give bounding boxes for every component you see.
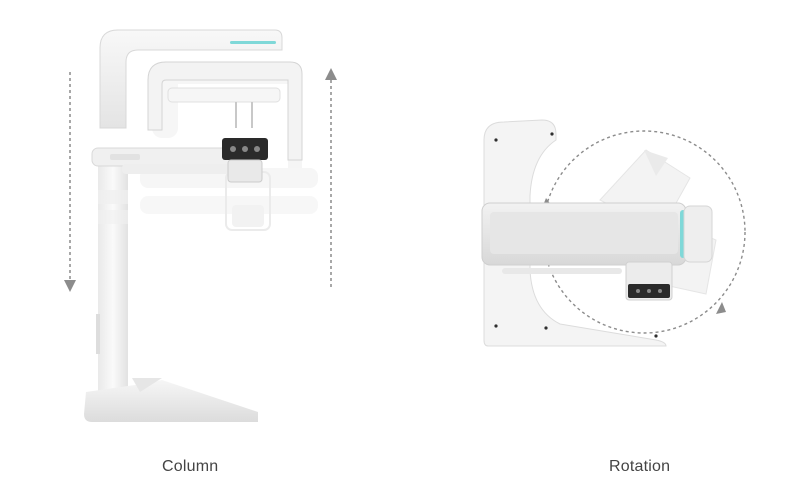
column-device-svg (64, 29, 337, 422)
down-arrow-icon (64, 72, 76, 292)
rotation-device-svg (481, 119, 746, 347)
plate-screws (494, 132, 658, 338)
rotating-arm (147, 61, 303, 161)
rotation-illustration (460, 0, 790, 440)
up-arrow-icon (325, 68, 337, 290)
caption-rotation: Rotation (609, 458, 671, 475)
c-arm-upper (99, 29, 283, 129)
caption-column: Column (162, 458, 219, 475)
column-illustration (40, 0, 340, 440)
device-base (84, 380, 258, 422)
